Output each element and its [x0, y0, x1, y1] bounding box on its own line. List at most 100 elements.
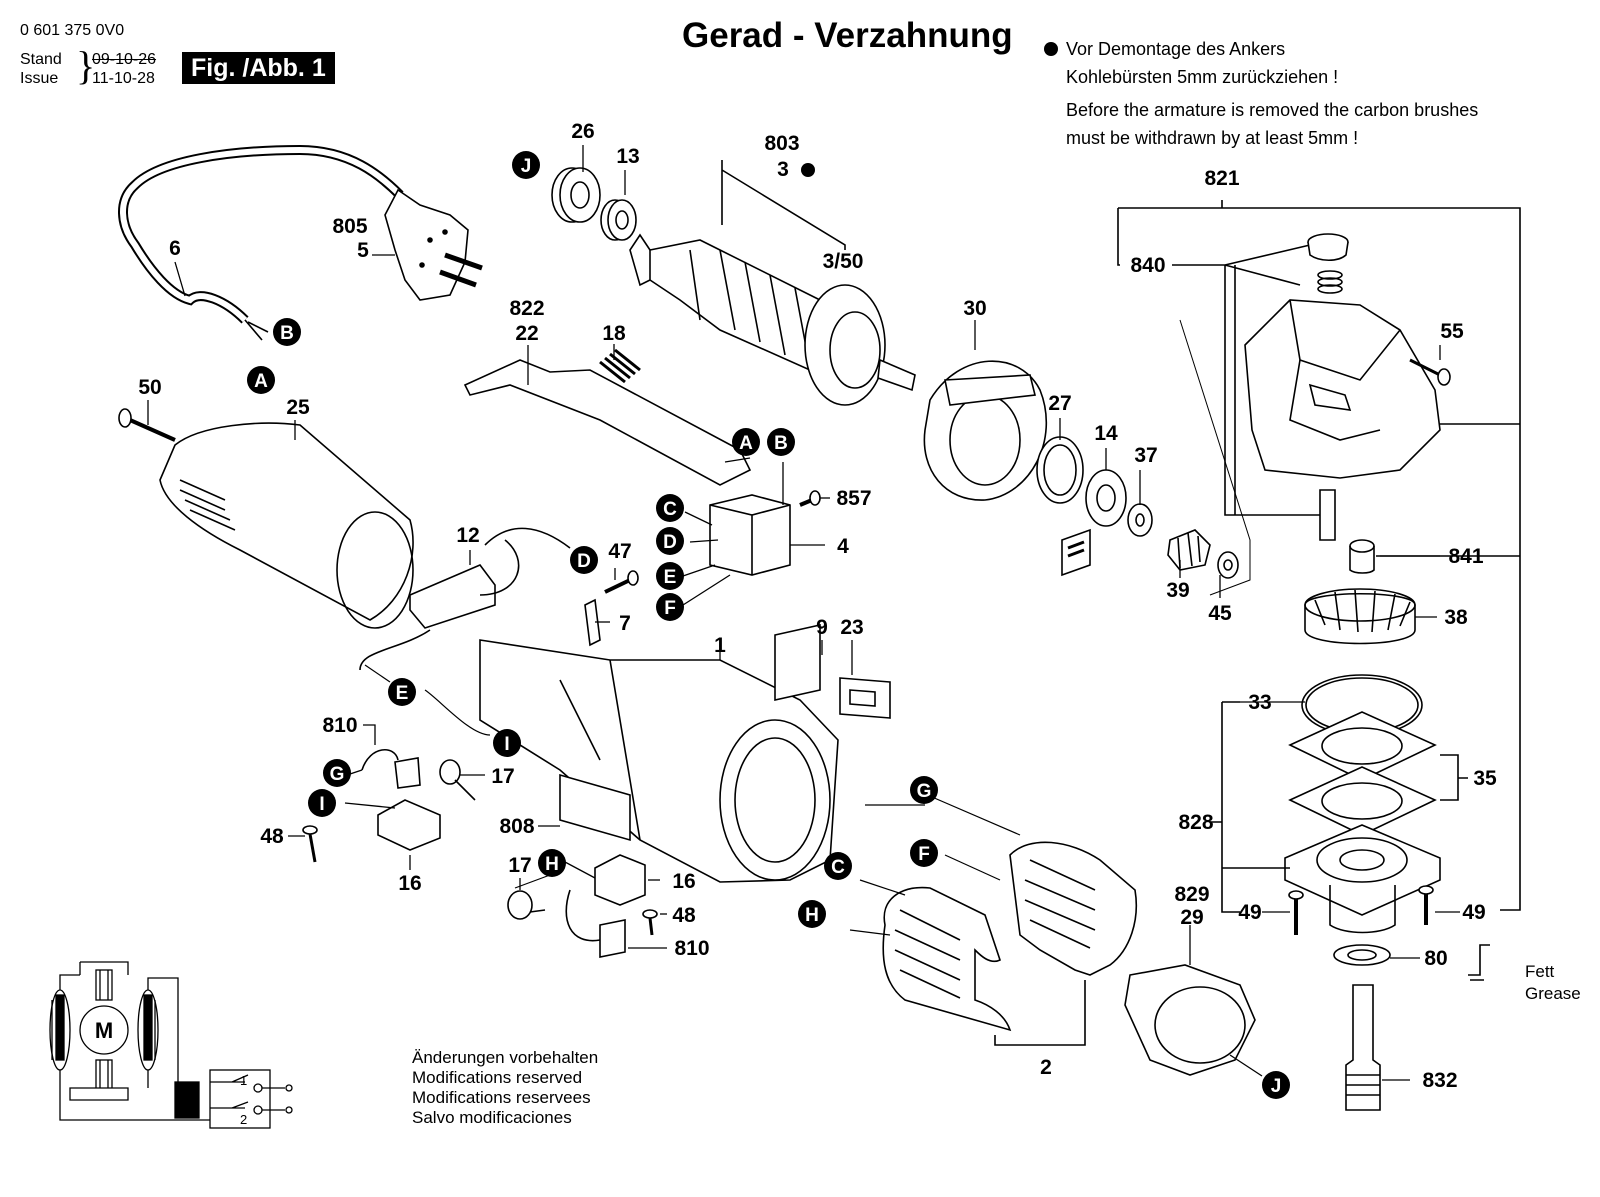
spring-17-lower	[507, 890, 546, 920]
label-9: 9	[816, 616, 828, 639]
grease-en: Grease	[1525, 984, 1581, 1003]
switch-rod-22	[463, 359, 752, 486]
connector-letter: H	[545, 854, 559, 875]
label-35: 35	[1473, 767, 1497, 790]
screw-55	[1409, 358, 1451, 386]
label-4: 4	[837, 535, 849, 558]
label-26: 26	[571, 120, 594, 143]
bracket-2	[994, 980, 1086, 1046]
motor-cover-25	[159, 422, 414, 629]
label-48-lower: 48	[672, 904, 696, 927]
label-48-upper: 48	[260, 825, 284, 848]
label-805: 805	[332, 215, 367, 238]
circuit-schematic: M 1 2	[49, 961, 293, 1129]
note-en-line1: Before the armature is removed the carbo…	[1066, 100, 1479, 120]
switch-4	[709, 494, 791, 576]
connector-letter: F	[918, 844, 930, 865]
connector-marker-h: H	[798, 900, 826, 928]
connector-marker-e: E	[656, 562, 684, 590]
connector-marker-d: D	[656, 527, 684, 555]
air-guide-29	[1124, 964, 1256, 1076]
label-6: 6	[169, 237, 181, 260]
label-37: 37	[1134, 444, 1157, 467]
stand-label: Stand	[20, 51, 62, 68]
label-5: 5	[357, 239, 369, 262]
motor-symbol	[79, 1005, 129, 1055]
connector-letter: E	[664, 567, 677, 588]
label-12: 12	[456, 524, 479, 547]
brush-holder-16-lower	[594, 854, 646, 906]
motor-label: M	[95, 1018, 113, 1043]
label-16-upper: 16	[398, 872, 421, 895]
label-30: 30	[963, 297, 986, 320]
connector-marker-i: I	[308, 789, 336, 817]
label-16-lower: 16	[672, 870, 695, 893]
connector-marker-i: I	[493, 729, 521, 757]
label-857: 857	[836, 487, 871, 510]
motor-housing-1	[479, 639, 839, 883]
label-3: 3	[777, 158, 789, 181]
spring-840	[1317, 270, 1343, 294]
connector-letter: C	[663, 499, 677, 520]
label-2: 2	[1040, 1056, 1052, 1079]
connector-marker-c: C	[656, 494, 684, 522]
crown-gear-38	[1304, 588, 1416, 645]
spindle-lock-pin	[1319, 489, 1336, 541]
screw-48-lower	[642, 909, 658, 936]
date-column: 09-10-26 11-10-28	[92, 50, 156, 88]
bullet-icon	[1044, 42, 1058, 56]
label-23: 23	[840, 616, 863, 639]
cover-plate-9	[774, 624, 821, 701]
issue-label: Issue	[20, 70, 59, 87]
label-14: 14	[1094, 422, 1118, 445]
bracket-803	[721, 160, 846, 250]
field-coil-2-rear	[1009, 841, 1138, 976]
spring-17-upper	[439, 759, 476, 801]
connector-letter: B	[774, 433, 788, 454]
brace-symbol: }	[76, 43, 96, 88]
grease-symbol	[1468, 944, 1490, 981]
mod-line-es: Salvo modificaciones	[412, 1108, 572, 1127]
switch-pos-2: 2	[240, 1112, 247, 1127]
bracket-821	[1117, 200, 1521, 911]
connector-marker-g: G	[323, 759, 351, 787]
page-title: Gerad - Verzahnung	[682, 16, 1013, 55]
label-1: 1	[714, 634, 726, 657]
label-832: 832	[1422, 1069, 1457, 1092]
bearing-flange	[1284, 824, 1441, 934]
connector-letter: C	[831, 857, 845, 878]
armature	[629, 233, 916, 406]
switch-pos-1: 1	[240, 1073, 247, 1088]
figure-badge: Fig. /Abb. 1	[182, 52, 335, 84]
screw-48-upper	[302, 825, 318, 863]
label-55: 55	[1440, 320, 1464, 343]
label-49-left: 49	[1238, 901, 1261, 924]
label-22: 22	[515, 322, 538, 345]
connector-letter: A	[739, 433, 753, 454]
gasket-35	[1288, 711, 1437, 836]
connector-marker-c: C	[824, 852, 852, 880]
washer-37	[1127, 503, 1153, 537]
mod-line-en: Modifications reserved	[412, 1068, 583, 1087]
label-7: 7	[619, 612, 631, 635]
nut-45	[1217, 551, 1239, 579]
connector-letter: G	[917, 781, 932, 802]
gear-housing	[1244, 299, 1441, 479]
mod-line-de: Änderungen vorbehalten	[412, 1048, 599, 1067]
label-821: 821	[1204, 167, 1239, 190]
seal-ring-27	[1036, 436, 1084, 504]
connector-marker-f: F	[910, 839, 938, 867]
bearing-13	[600, 199, 637, 241]
label-810-upper: 810	[322, 714, 357, 737]
washer-80	[1333, 944, 1391, 966]
label-45: 45	[1208, 602, 1232, 625]
bullet-icon	[801, 163, 815, 177]
label-841: 841	[1448, 545, 1483, 568]
label-49-right: 49	[1462, 901, 1485, 924]
modifications-notice: Änderungen vorbehalten Modifications res…	[412, 1048, 598, 1128]
bushing-841	[1349, 539, 1375, 574]
label-828: 828	[1178, 811, 1213, 834]
screw-857	[799, 490, 821, 507]
